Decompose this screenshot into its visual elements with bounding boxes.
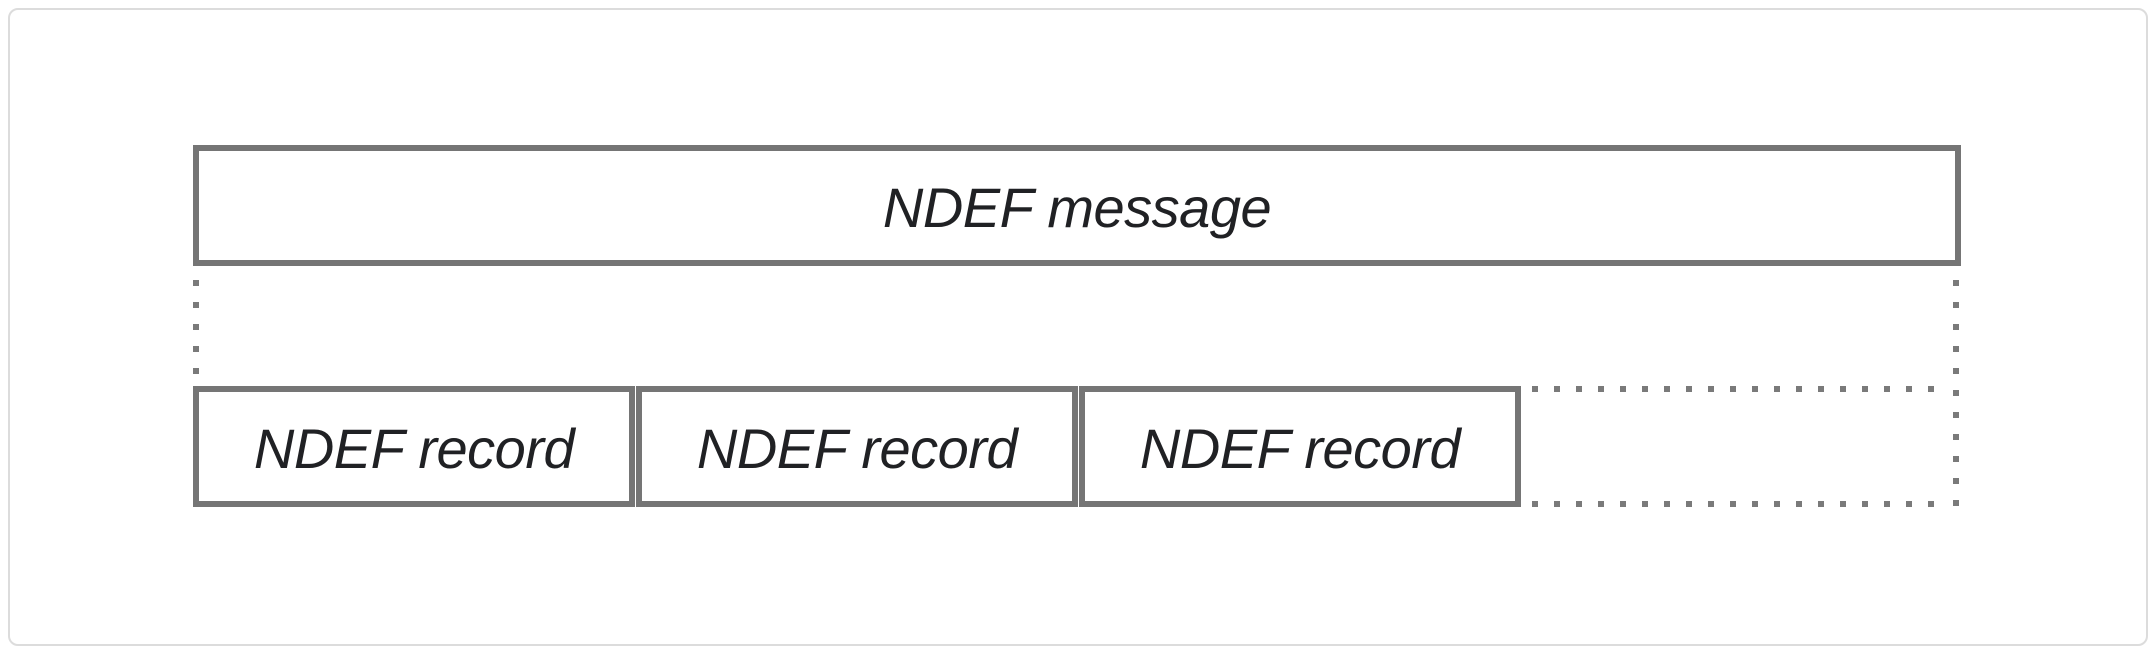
ndef-record-box-1: NDEF record bbox=[193, 386, 635, 507]
dotted-connector-left bbox=[193, 280, 199, 382]
ndef-message-label: NDEF message bbox=[882, 175, 1272, 239]
ndef-record-label-1: NDEF record bbox=[253, 416, 575, 480]
canvas-frame bbox=[8, 8, 2148, 646]
ndef-message-box: NDEF message bbox=[193, 145, 1961, 266]
ndef-record-label-3: NDEF record bbox=[1139, 416, 1461, 480]
dotted-continuation-top bbox=[1532, 386, 1950, 392]
dotted-continuation-bottom bbox=[1532, 501, 1950, 507]
ndef-records-row: NDEF record NDEF record NDEF record bbox=[193, 386, 1521, 507]
ndef-record-box-2: NDEF record bbox=[636, 386, 1078, 507]
ndef-record-label-2: NDEF record bbox=[696, 416, 1018, 480]
dotted-connector-right bbox=[1953, 280, 1959, 507]
ndef-record-box-3: NDEF record bbox=[1079, 386, 1521, 507]
